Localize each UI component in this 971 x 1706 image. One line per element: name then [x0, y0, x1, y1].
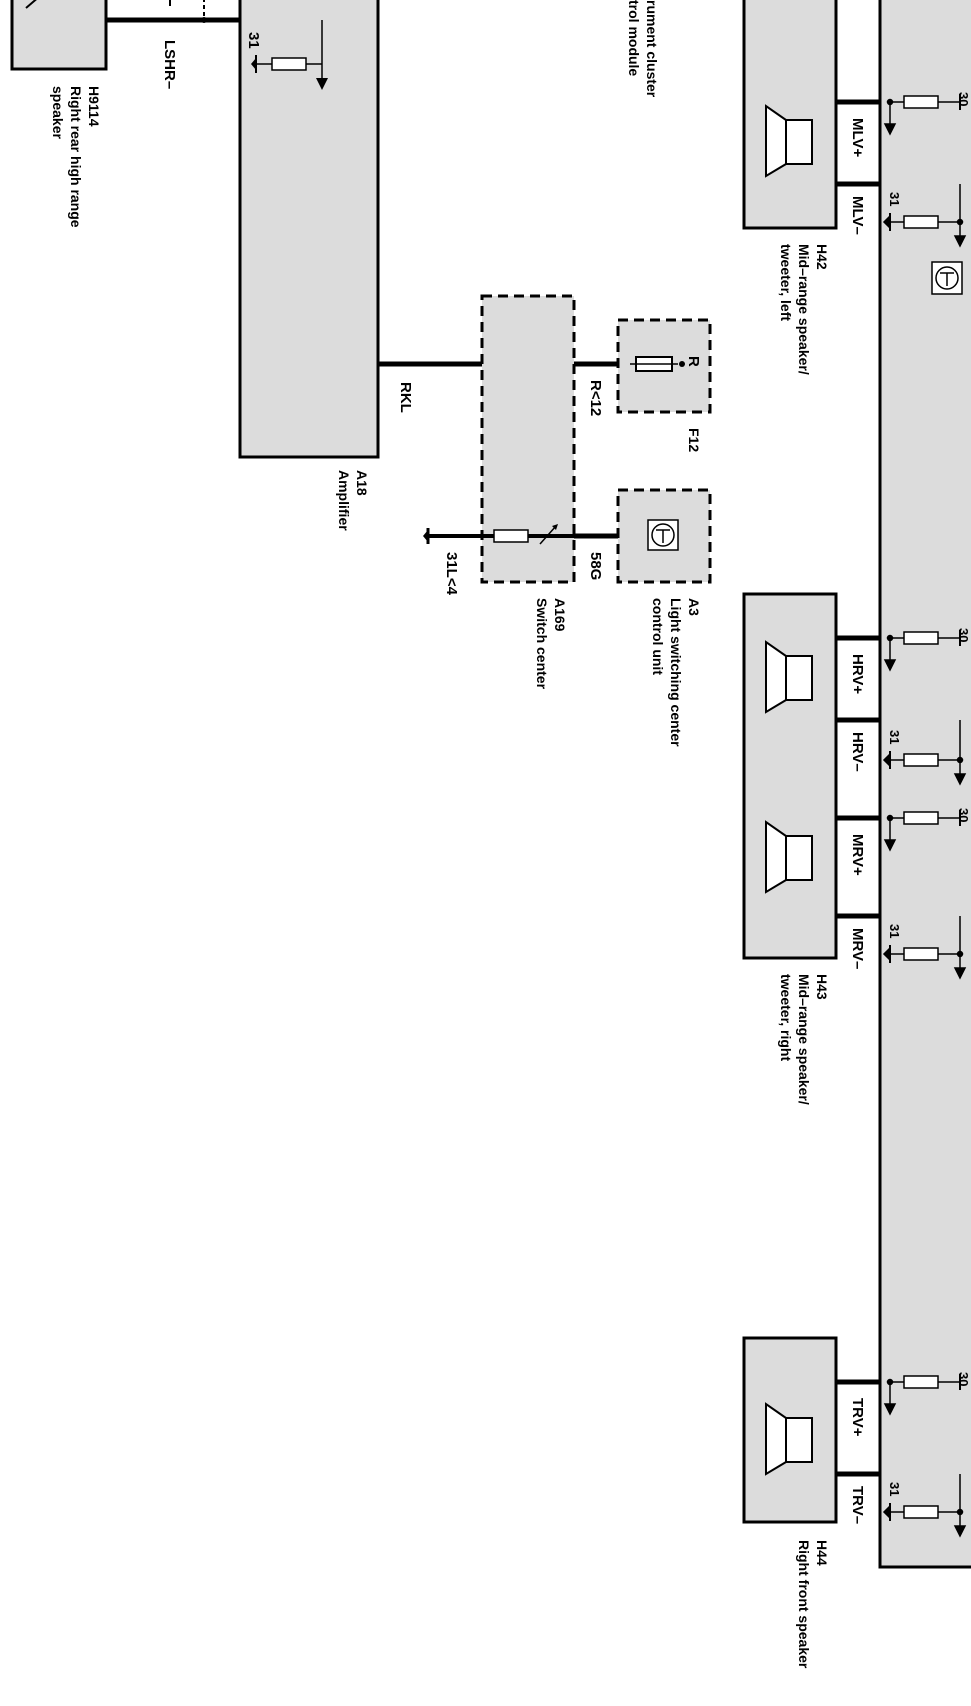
h42-box [742, 0, 880, 230]
a18-box [238, 0, 380, 459]
a3-box [616, 488, 712, 584]
n31-label-2: 31 [887, 730, 902, 745]
h43-id: H43 [814, 974, 830, 1000]
f12-r-label: R [685, 356, 702, 367]
hrv-minus-label: HRV– [849, 732, 866, 772]
n30-label-4: 30 [956, 1372, 971, 1387]
trv-plus-label: TRV+ [849, 1398, 866, 1437]
lshr-wire [106, 0, 240, 23]
n30-label-2: 30 [956, 628, 971, 643]
g58-pin-label: 58G [587, 552, 604, 581]
lshr-pin-label: LSHR– [161, 40, 178, 90]
rkl-pin-label: RKL [397, 382, 414, 413]
trv-minus-label: TRV– [849, 1486, 866, 1525]
a3-name-line1: Light switching center [668, 598, 684, 747]
cluster-line1: rument cluster [644, 0, 660, 98]
n31-label-1: 31 [887, 192, 902, 207]
mrv-plus-label: MRV+ [849, 834, 866, 876]
resistor-networks [882, 94, 967, 1538]
h42-name-line1: Mid–range speaker/ [796, 244, 812, 375]
mlv-minus-label: MLV– [849, 196, 866, 235]
h44-box [742, 1336, 880, 1524]
l31-4-pin-label: 31L<4 [443, 552, 460, 595]
h42-name-line2: tweeter, left [778, 244, 794, 322]
a3-id: A3 [686, 598, 702, 616]
cluster-line2: trol module [626, 0, 642, 77]
hrv-plus-label: HRV+ [849, 654, 866, 695]
r12-pin-label: R<12 [587, 380, 604, 417]
mrv-minus-label: MRV– [849, 928, 866, 970]
f12-box [616, 318, 712, 414]
amp-ground-31-label: 31 [245, 32, 262, 49]
h43-box [742, 592, 880, 960]
a169-name: Switch center [534, 598, 550, 690]
h9114-name-line1: Right rear high range [68, 86, 84, 228]
a3-name-line2: control unit [650, 598, 666, 675]
n31-label-3: 31 [887, 924, 902, 939]
h9114-name-line2: speaker [50, 86, 66, 139]
h43-name-line1: Mid–range speaker/ [796, 974, 812, 1105]
h9114-box [10, 0, 108, 71]
h44-id: H44 [814, 1540, 830, 1566]
a18-name: Amplifier [336, 470, 352, 531]
f12-id: F12 [686, 428, 702, 453]
module-column [878, 0, 971, 1569]
h42-id: H42 [814, 244, 830, 270]
h44-name: Right front speaker [796, 1540, 812, 1669]
a18-id: A18 [354, 470, 370, 496]
n31-label-4: 31 [887, 1482, 902, 1497]
h43-name-line2: tweeter, right [778, 974, 794, 1062]
n30-label-1: 30 [956, 92, 971, 107]
mlv-plus-label: MLV+ [849, 118, 866, 158]
n30-label-3: 30 [956, 808, 971, 823]
a169-id: A169 [552, 598, 568, 632]
a169-box [423, 294, 576, 584]
h9114-id: H9114 [86, 86, 102, 127]
